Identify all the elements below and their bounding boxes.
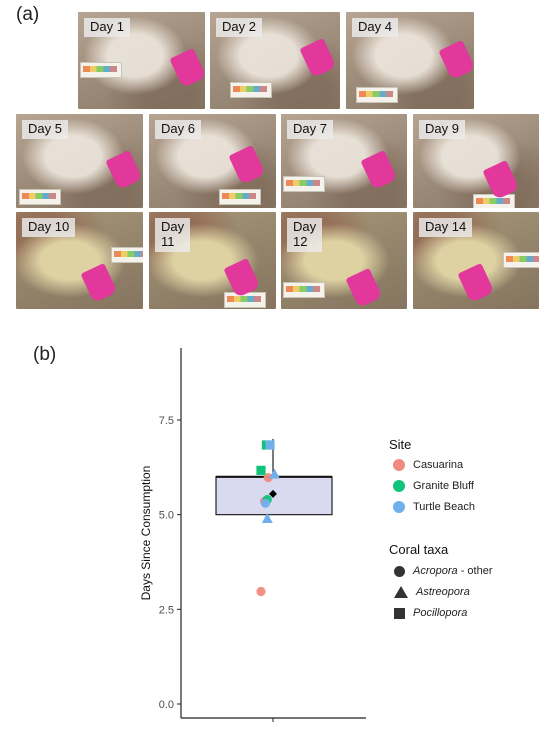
legend-site-swatch: [393, 480, 405, 492]
coral-photo: Day 1: [78, 12, 205, 109]
legend-site-swatch: [393, 501, 405, 513]
day-label: Day 4: [352, 18, 398, 37]
data-point-circle: [256, 586, 266, 597]
legend-site-label: Turtle Beach: [413, 501, 475, 513]
coral-photo: Day 5: [16, 114, 143, 208]
legend-taxa-name: Astreopora: [416, 586, 470, 598]
color-reference-card: [230, 82, 272, 98]
coral-photo: Day 10: [16, 212, 143, 309]
coral-photo: Day 6: [149, 114, 276, 208]
coral-photo: Day 12: [281, 212, 407, 309]
y-tick-label: 0.0: [159, 699, 174, 711]
circle-shape-icon: [394, 565, 405, 577]
panel-b-label: (b): [33, 344, 57, 365]
coral-photo: Day 2: [210, 12, 340, 109]
legend-site-label: Casuarina: [413, 459, 464, 471]
day-label: Day 7: [287, 120, 333, 139]
legend-site-item: Casuarina: [393, 459, 463, 471]
color-reference-card: [111, 247, 143, 263]
day-label: Day 14: [419, 218, 473, 237]
legend-taxa-label: Pocillopora: [413, 607, 467, 619]
day-label: Day 11: [155, 218, 191, 252]
legend-site-title: Site: [389, 437, 412, 452]
day-label: Day 5: [22, 120, 68, 139]
legend-taxa-name: Acropora: [413, 565, 458, 577]
coral-photo: Day 11: [149, 212, 276, 309]
legend-taxa-title: Coral taxa: [389, 542, 449, 557]
day-label: Day 12: [287, 218, 323, 252]
color-reference-card: [283, 282, 325, 298]
y-tick-label: 2.5: [159, 604, 174, 616]
color-reference-card: [219, 189, 261, 205]
day-label: Day 2: [216, 18, 262, 37]
legend-site-swatch: [393, 459, 405, 471]
data-point-triangle: [261, 512, 273, 523]
panel-a-label: (a): [16, 4, 40, 25]
triangle-shape-icon: [394, 586, 408, 598]
day-label: Day 1: [84, 18, 130, 37]
color-reference-card: [356, 87, 398, 103]
y-tick-label: 7.5: [159, 415, 174, 427]
color-reference-card: [283, 176, 325, 192]
data-point-circle: [260, 498, 271, 508]
coral-photo: Day 7: [281, 114, 407, 208]
legend-taxa-item: Astreopora: [394, 586, 470, 598]
color-reference-card: [80, 62, 122, 78]
legend-site-item: Granite Bluff: [393, 480, 474, 492]
legend-taxa-item: Pocillopora: [394, 607, 467, 619]
legend-taxa-name: Pocillopora: [413, 607, 468, 619]
legend-taxa-label: Astreopora: [416, 586, 470, 598]
coral-photo: Day 14: [413, 212, 539, 309]
mean-marker: [269, 489, 277, 498]
day-label: Day 10: [22, 218, 76, 237]
legend-site-label: Granite Bluff: [413, 480, 474, 492]
y-axis-title: Days Since Consumption: [139, 466, 153, 601]
data-point-circle: [263, 472, 273, 483]
day-label: Day 9: [419, 120, 465, 139]
data-point-square: [256, 465, 266, 475]
coral-photo: Day 4: [346, 12, 474, 109]
color-reference-card: [503, 252, 539, 268]
data-point-triangle: [269, 468, 280, 479]
data-point-square: [265, 440, 275, 450]
y-tick-label: 5.0: [159, 510, 174, 522]
legend-taxa-suffix: - other: [457, 565, 493, 577]
square-shape-icon: [394, 607, 405, 619]
coral-photo: Day 9: [413, 114, 539, 208]
legend-site-item: Turtle Beach: [393, 501, 475, 513]
legend-taxa-item: Acropora - other: [394, 565, 493, 577]
day-label: Day 6: [155, 120, 201, 139]
color-reference-card: [19, 189, 61, 205]
legend-taxa-label: Acropora - other: [413, 565, 493, 577]
